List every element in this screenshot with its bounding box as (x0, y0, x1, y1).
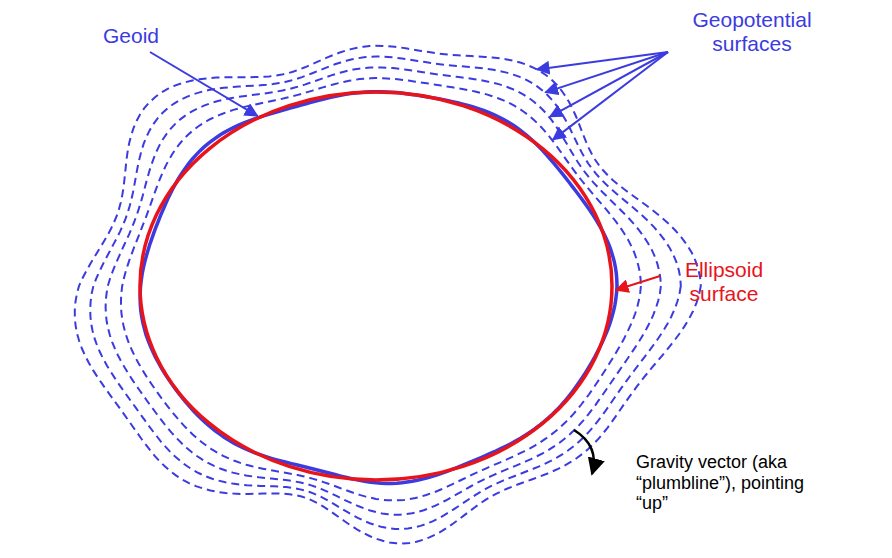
geoid-leader (150, 52, 257, 116)
geoid-label: Geoid (103, 24, 193, 48)
geopotential-leader (537, 52, 668, 69)
ellipsoid-label: Ellipsoid surface (664, 258, 784, 306)
geoid-line (140, 92, 617, 484)
ellipsoid-surface (140, 92, 612, 480)
geopotential-label: Geopotential surfaces (672, 8, 832, 56)
geopotential-surface (121, 78, 641, 500)
ellipsoid-leader (616, 276, 660, 290)
geopotential-surface (90, 57, 681, 529)
geopotential-surface (106, 67, 661, 514)
geopotential-surface (75, 46, 701, 544)
gravity-arrow (574, 430, 594, 474)
geopotential-leader (546, 52, 669, 92)
gravity-label: Gravity vector (aka “plumbline”), pointi… (636, 452, 816, 514)
